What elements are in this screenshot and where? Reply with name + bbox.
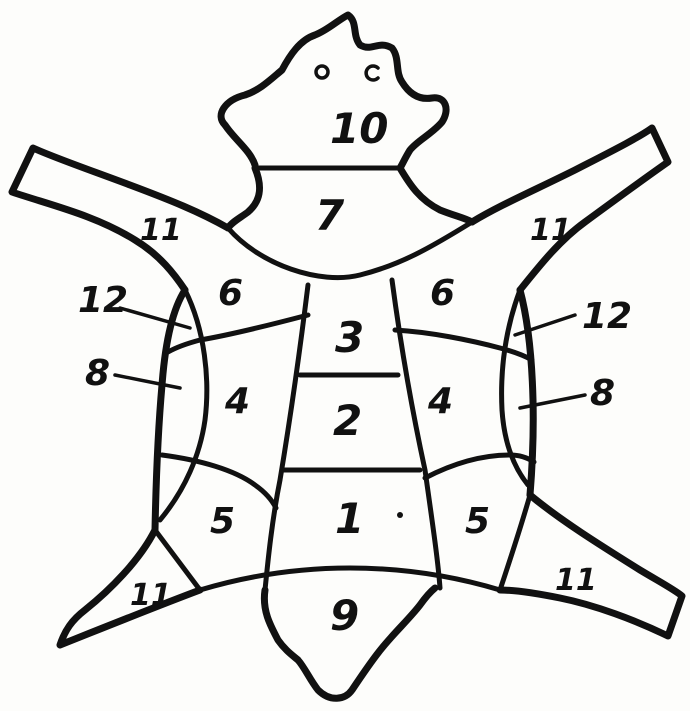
neck-left-edge [228,168,260,228]
arc-9-top [200,568,500,590]
label-6-right: 6 [430,273,455,314]
dot-marker [397,512,403,518]
label-12-left: 12 [78,280,128,321]
label-12-right: 12 [582,296,632,337]
label-11-top-left: 11 [140,213,182,248]
line-6-4-left [168,315,308,352]
label-1: 1 [335,494,364,543]
label-9: 9 [330,591,359,640]
label-6-left: 6 [218,273,243,314]
center-right-line [392,280,440,588]
leg-top-left [12,148,228,290]
neck-right-edge [400,168,472,222]
leg-top-right [472,128,668,290]
label-7: 7 [315,191,345,240]
label-8-left: 8 [85,353,110,394]
line-5-11-right [500,495,530,590]
leader-8-left [115,375,180,388]
arc-7-bottom [228,222,472,278]
label-11-top-right: 11 [530,213,572,248]
label-10: 10 [330,104,388,153]
label-3: 3 [335,313,364,362]
label-2: 2 [333,396,362,445]
label-5-left: 5 [210,501,235,542]
leader-12-left [120,308,190,328]
label-11-bottom-right: 11 [555,563,597,598]
label-8-right: 8 [590,373,615,414]
label-5-right: 5 [465,501,490,542]
body-right-edge [520,290,533,495]
label-4-left: 4 [224,381,250,422]
label-4-right: 4 [427,381,453,422]
line-6-4-right [395,330,532,360]
center-left-line [265,285,308,590]
eye-right-icon [366,66,378,80]
label-11-bottom-left: 11 [130,578,172,613]
eye-left-icon [316,66,328,78]
